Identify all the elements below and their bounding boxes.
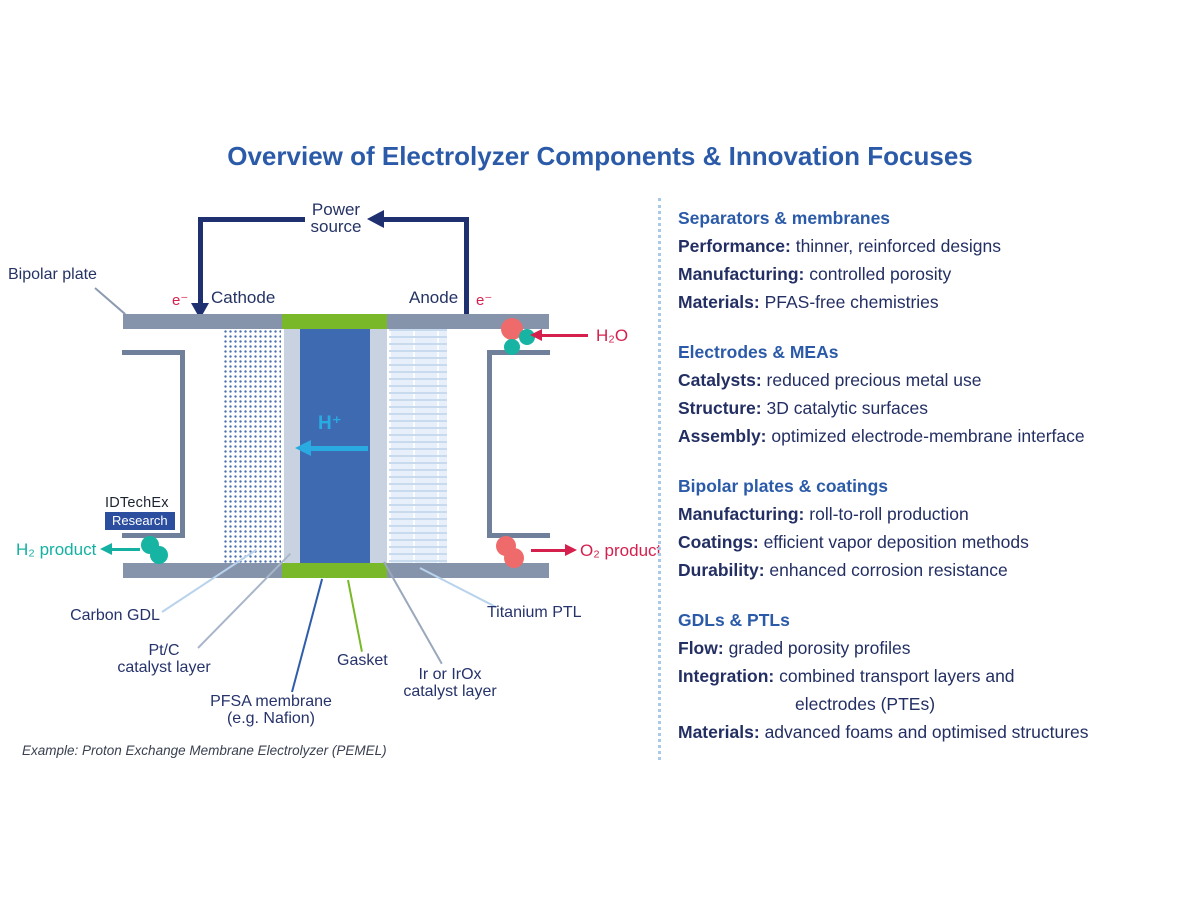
idtechex-research-badge: Research (105, 512, 175, 530)
electron-label-right: e⁻ (476, 292, 493, 309)
h2o-label: H₂O (596, 326, 629, 345)
list-item: Performance: thinner, reinforced designs (678, 236, 1001, 256)
ptc-catalyst-layer (284, 329, 300, 563)
section-heading: Electrodes & MEAs (678, 342, 839, 362)
o2-arrowhead-icon (565, 544, 577, 556)
proton-arrow-shaft (310, 446, 368, 451)
idtechex-logo: IDTechEx Research (105, 495, 175, 530)
list-item: Assembly: optimized electrode-membrane i… (678, 426, 1085, 446)
o2-arrow-shaft (531, 549, 565, 552)
idtechex-logo-text: IDTechEx (105, 495, 169, 511)
section-separators-membranes: Separators & membranes Performance: thin… (678, 204, 1188, 316)
innovation-column: Separators & membranes Performance: thin… (678, 204, 1188, 768)
gasket-label: Gasket (337, 652, 388, 669)
section-divider (658, 198, 661, 760)
gasket-bottom (282, 563, 387, 578)
section-electrodes-meas: Electrodes & MEAs Catalysts: reduced pre… (678, 338, 1188, 450)
list-item: Materials: advanced foams and optimised … (678, 722, 1089, 742)
circuit-wire-top-right (383, 217, 469, 222)
gasket-top (282, 314, 387, 329)
list-item: Manufacturing: roll-to-roll production (678, 504, 969, 524)
carbon-gdl-label: Carbon GDL (70, 607, 160, 624)
section-gdls-ptls: GDLs & PTLs Flow: graded porosity profil… (678, 606, 1188, 746)
h2-arrow-shaft (112, 548, 140, 551)
h2o-arrowhead-icon (530, 329, 542, 341)
pfsa-leader-line (291, 578, 324, 693)
proton-arrowhead-icon (295, 440, 311, 456)
section-bipolar-plates: Bipolar plates & coatings Manufacturing:… (678, 472, 1188, 584)
titanium-ptl-label: Titanium PTL (487, 604, 582, 621)
page-title: Overview of Electrolyzer Components & In… (227, 141, 973, 171)
list-item: Integration: combined transport layers a… (678, 666, 1015, 714)
pfsa-membrane-label: PFSA membrane (e.g. Nafion) (210, 693, 332, 727)
list-item: Manufacturing: controlled porosity (678, 264, 952, 284)
circuit-wire-top-left (198, 217, 305, 222)
circuit-wire-left-vertical (198, 217, 203, 305)
irox-catalyst-label: Ir or IrOx catalyst layer (403, 666, 497, 700)
section-heading: Bipolar plates & coatings (678, 476, 889, 496)
section-heading: GDLs & PTLs (678, 610, 790, 630)
o2-molecule (504, 548, 524, 568)
example-caption: Example: Proton Exchange Membrane Electr… (22, 743, 387, 758)
list-item: Durability: enhanced corrosion resistanc… (678, 560, 1008, 580)
list-item: Structure: 3D catalytic surfaces (678, 398, 928, 418)
left-end-plate (122, 350, 185, 538)
anode-label: Anode (409, 288, 459, 307)
bipolar-plate-leader-line (94, 287, 126, 315)
irox-catalyst-layer (370, 329, 387, 563)
h2-arrowhead-icon (100, 543, 112, 555)
h2-molecule (150, 546, 168, 564)
carbon-gdl-layer (223, 329, 281, 563)
list-item: Flow: graded porosity profiles (678, 638, 911, 658)
bipolar-plate-label: Bipolar plate (8, 266, 97, 283)
h2o-molecule-oxygen (501, 318, 523, 340)
o2-product-label: O₂ product (580, 541, 662, 560)
right-end-plate (487, 350, 550, 538)
ptc-catalyst-label: Pt/C catalyst layer (117, 642, 211, 676)
gasket-leader-line (347, 579, 363, 652)
list-item: Materials: PFAS-free chemistries (678, 292, 939, 312)
list-item: Coatings: efficient vapor deposition met… (678, 532, 1029, 552)
power-source-label: Power source (310, 200, 362, 236)
proton-label: H⁺ (318, 413, 342, 434)
h2o-molecule-hydrogen (504, 339, 520, 355)
h2-product-label: H₂ product (16, 540, 97, 559)
electron-label-left: e⁻ (172, 292, 189, 309)
circuit-wire-right-vertical (464, 217, 469, 318)
titanium-ptl-layer (389, 329, 447, 563)
cathode-label: Cathode (211, 288, 276, 307)
h2o-arrow-shaft (541, 334, 588, 337)
list-item: Catalysts: reduced precious metal use (678, 370, 982, 390)
section-heading: Separators & membranes (678, 208, 891, 228)
arrowhead-left-icon (367, 210, 384, 228)
